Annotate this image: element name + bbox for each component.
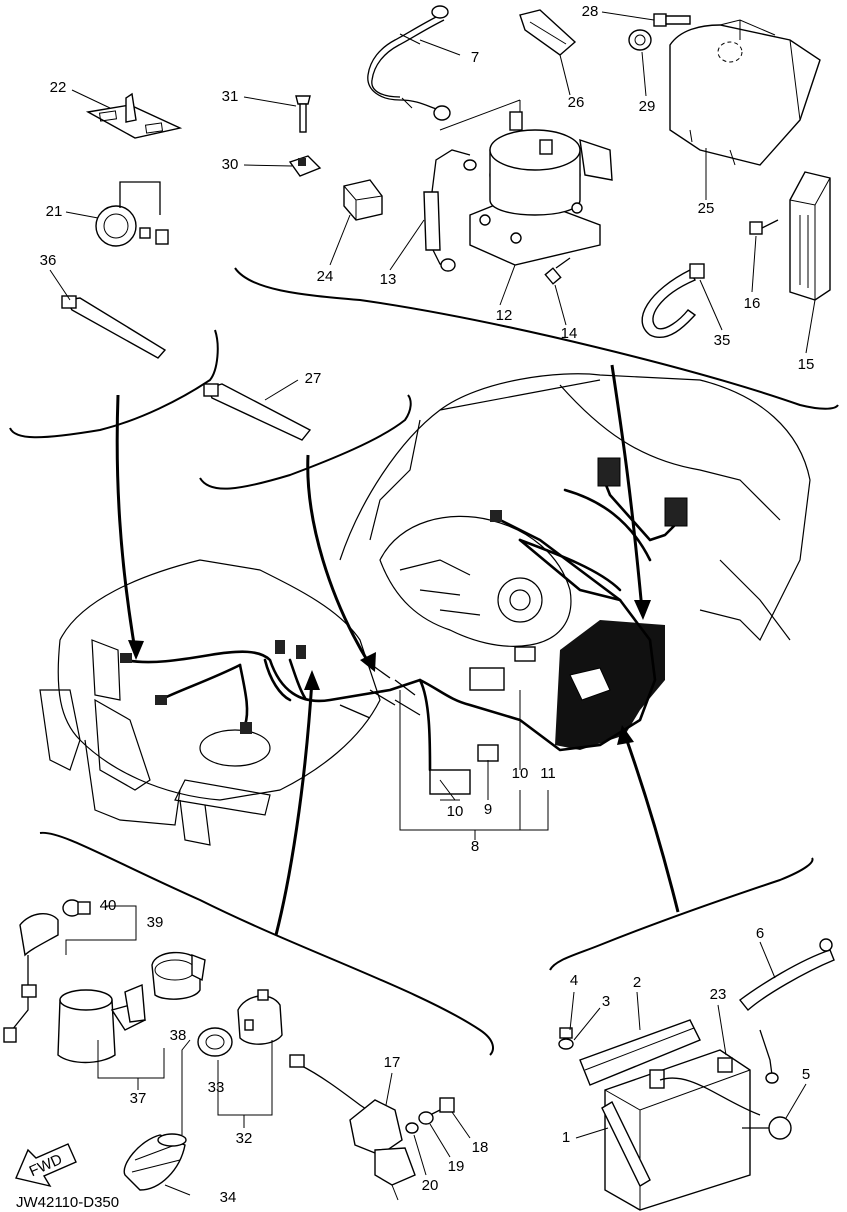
label-13: 13: [380, 271, 397, 288]
label-34: 34: [220, 1189, 237, 1206]
label-29: 29: [639, 98, 656, 115]
part-15-rectifier: [789, 171, 831, 301]
label-26: 26: [568, 94, 585, 111]
part-2-band: [579, 1019, 701, 1086]
callout-labels: 1 2 3 4 5 6 7 8 9 10 10 11 12 13 14 15 1…: [40, 3, 815, 1206]
part-1-breather-hose: [601, 1101, 651, 1187]
label-19: 19: [448, 1158, 465, 1175]
label-6: 6: [756, 925, 764, 942]
label-25: 25: [698, 200, 715, 217]
part-20-nut: [405, 1122, 419, 1134]
label-14: 14: [561, 325, 578, 342]
part-7-lead-wire: [367, 5, 451, 121]
part-23-battery: [604, 1049, 761, 1211]
label-27: 27: [305, 370, 322, 387]
part-18-screw: [429, 1097, 455, 1116]
label-16: 16: [744, 295, 761, 312]
part-27-cable-tie: [203, 383, 312, 441]
label-33: 33: [208, 1079, 225, 1096]
section-dividers: [9, 267, 839, 1056]
part-31-rivet: [295, 95, 311, 133]
label-35: 35: [714, 332, 731, 349]
part-3-4-bolt-nut: [558, 1027, 574, 1050]
label-7: 7: [471, 49, 479, 66]
part-26-bracket: [519, 9, 577, 56]
part-22-bracket: [85, 92, 183, 139]
part-35-cable-tie: [641, 263, 705, 338]
part-32-socket: [237, 989, 283, 1045]
part-13-lead: [423, 149, 477, 272]
part-6-battery-lead: [739, 938, 835, 1084]
part-24-relay: [343, 179, 383, 221]
label-10-right: 10: [512, 765, 529, 782]
label-18: 18: [472, 1139, 489, 1156]
label-39: 39: [147, 914, 164, 931]
label-15: 15: [798, 356, 815, 373]
part-34-grip: [123, 1133, 187, 1191]
vehicle-outline: [39, 373, 811, 846]
label-1: 1: [562, 1129, 570, 1146]
part-36-cable-tie: [61, 295, 167, 359]
part-37-main-switch: [57, 983, 147, 1064]
label-5: 5: [802, 1066, 810, 1083]
part-21-horn: [95, 181, 169, 247]
label-17: 17: [384, 1054, 401, 1071]
label-36: 36: [40, 252, 57, 269]
part-33-ring: [197, 1027, 233, 1057]
label-10-left: 10: [447, 803, 464, 820]
part-16-bolt: [749, 219, 779, 235]
label-23: 23: [710, 986, 727, 1003]
part-30-grommet: [288, 155, 322, 177]
label-22: 22: [50, 79, 67, 96]
label-37: 37: [130, 1090, 147, 1107]
part-29-washer: [628, 29, 652, 51]
label-3: 3: [602, 993, 610, 1010]
part-19-washer: [418, 1111, 434, 1125]
label-4: 4: [570, 972, 578, 989]
label-11: 11: [540, 765, 556, 782]
label-24: 24: [317, 268, 334, 285]
harness-components: [120, 457, 688, 795]
part-17-switch-cable: [289, 1054, 416, 1201]
label-8: 8: [471, 838, 479, 855]
label-31: 31: [222, 88, 239, 105]
part-40-bulb: [62, 899, 91, 917]
label-40: 40: [100, 897, 117, 914]
label-20: 20: [422, 1177, 439, 1194]
fwd-arrow-icon: [15, 1143, 77, 1188]
part-25-cover: [669, 19, 821, 166]
diagram-code: JW42110-D350: [16, 1194, 119, 1211]
part-28-bolt: [653, 13, 691, 27]
part-5-cap: [742, 1116, 792, 1140]
part-14-bolt: [544, 257, 571, 285]
label-12: 12: [496, 307, 513, 324]
leader-lines: [49, 11, 816, 1196]
label-2: 2: [633, 974, 641, 991]
connector-arrows: [115, 364, 680, 936]
label-38: 38: [170, 1027, 187, 1044]
label-9: 9: [484, 801, 492, 818]
part-38-cap: [151, 951, 206, 1000]
part-39-socket: [3, 913, 59, 1043]
part-12-starter-relay: [439, 99, 613, 266]
label-28: 28: [582, 3, 599, 20]
label-30: 30: [222, 156, 239, 173]
label-32: 32: [236, 1130, 253, 1147]
label-21: 21: [46, 203, 63, 220]
